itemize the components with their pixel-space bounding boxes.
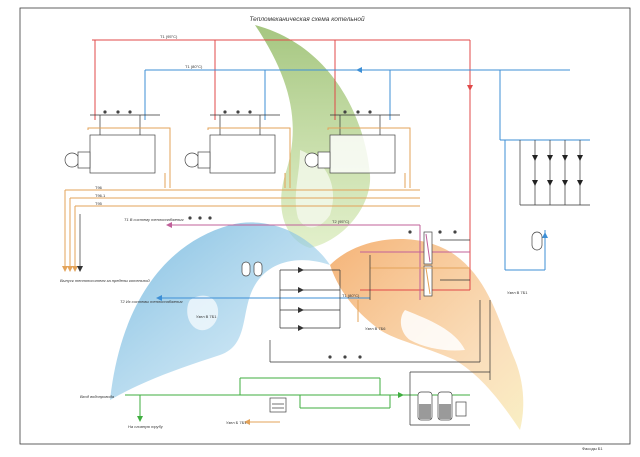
red-supply-lines xyxy=(92,39,473,291)
blue-supply-label: Т1 (80°С) xyxy=(185,64,203,69)
node-b7s-label: Узел Б 7Б1 xyxy=(226,420,247,425)
to-heating-label: Т1 В систему теплоснабжения xyxy=(124,217,184,222)
right-pump-bank xyxy=(519,140,590,206)
heat-exchangers xyxy=(423,231,433,297)
drawing-frame xyxy=(19,7,631,445)
sheet-label: Фасоды Б1 xyxy=(582,446,603,451)
valve-markers xyxy=(103,110,457,359)
pump-group-center xyxy=(279,269,341,329)
orange-leaf-inner xyxy=(400,310,465,351)
return-lines xyxy=(62,189,420,272)
blue-supply-lines xyxy=(145,67,590,271)
right-pump-markers xyxy=(532,155,583,186)
to-drain-label: На сливную трубу xyxy=(128,424,164,429)
blue-leaf-shape xyxy=(110,222,330,400)
node-b78-label: Узел В 7Б1 xyxy=(196,314,217,319)
expansion-tanks xyxy=(241,231,543,277)
blue-leaf-inner xyxy=(187,295,219,331)
drain-outside-label: Выпуск теплоносителя за пределы котельно… xyxy=(60,278,150,283)
orange-branches-right xyxy=(369,239,470,300)
node-b7h-label: Узел В 7Б1 xyxy=(507,290,528,295)
boiler-2 xyxy=(184,134,276,174)
node-b79-label: Узел В 7Б6 xyxy=(365,326,386,331)
boiler-connections xyxy=(99,115,381,135)
water-supply-label: Вход водопровода xyxy=(80,394,115,399)
green-leaf-shape xyxy=(255,25,371,248)
node-t80-label: Т1 (80°С) xyxy=(342,293,360,298)
boiler-1 xyxy=(64,134,156,174)
filter-tanks xyxy=(417,391,467,421)
orange-bottom-arrow xyxy=(244,419,250,425)
red-supply-label: Т1 (95°С) xyxy=(160,34,178,39)
boiler-3 xyxy=(304,134,396,174)
blue-heating-return xyxy=(156,295,370,301)
diagram-title: Тепломеханическая схема котельной xyxy=(249,15,365,23)
water-treatment-piping xyxy=(269,300,491,426)
green-water-lines xyxy=(125,377,470,422)
orange-boiler-loops xyxy=(87,127,411,188)
return-label-t95: Т95 xyxy=(95,201,103,206)
magenta-heating-line xyxy=(166,222,470,300)
softener-box xyxy=(269,397,287,413)
magenta-return-label: Т2 (95°С) xyxy=(332,219,350,224)
pump-markers-center xyxy=(298,267,304,331)
return-label-t96-1: Т96.1 xyxy=(95,193,106,198)
from-heating-label: Т2 Из системы теплоснабжения xyxy=(120,299,183,304)
green-leaf-inner xyxy=(295,150,334,228)
return-label-t96: Т96 xyxy=(95,185,103,190)
